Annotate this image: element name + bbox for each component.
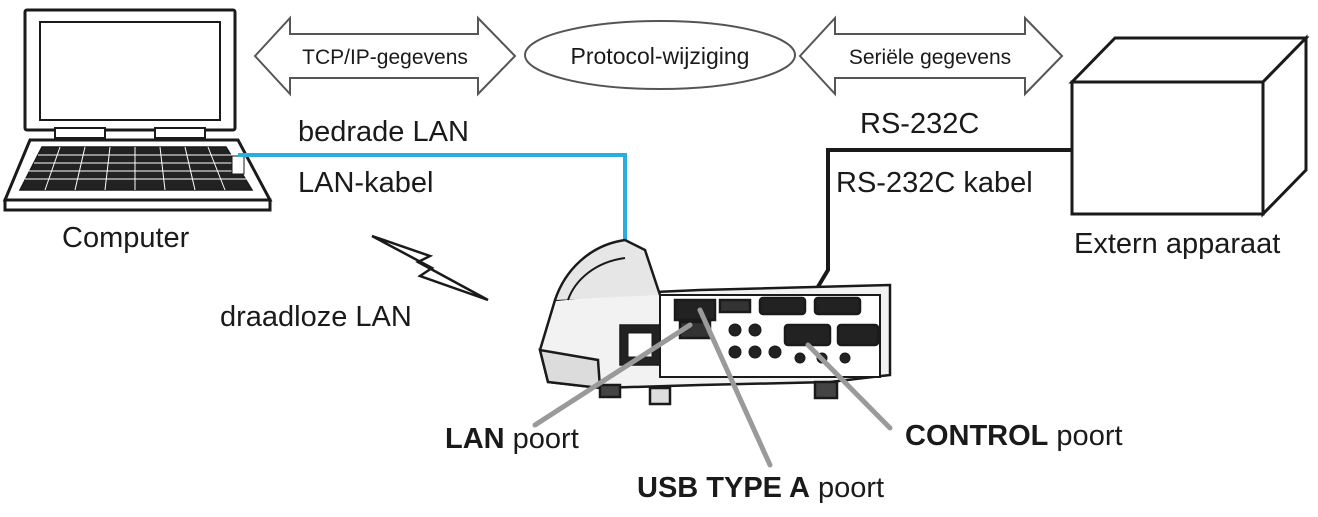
wireless-lan-label: draadloze LAN: [220, 301, 412, 333]
lan-port-label: LAN poort: [445, 425, 579, 454]
protocol-conversion-label: Protocol-wijziging: [571, 43, 750, 69]
control-port-label-suffix: poort: [1048, 420, 1123, 452]
external-device-box-icon: [1068, 34, 1310, 218]
tcpip-data-arrow: [253, 15, 517, 97]
usb-port-label: USB TYPE A poort: [637, 474, 884, 503]
external-device-label: Extern apparaat: [1074, 228, 1281, 260]
control-port-label: CONTROL poort: [905, 422, 1123, 451]
rs232c-label: RS-232C: [860, 108, 980, 140]
lan-port-pointer: [532, 322, 693, 428]
usb-port-pointer: [697, 307, 773, 468]
protocol-conversion-ellipse: [524, 20, 796, 90]
serial-data-arrow: [798, 15, 1064, 97]
computer-laptop-icon: [2, 8, 273, 212]
rs232c-cable-line: [808, 148, 1072, 302]
control-port-label-bold: CONTROL: [905, 420, 1049, 452]
serial-data-label: Seriële gegevens: [849, 46, 1011, 69]
tcpip-data-label: TCP/IP-gegevens: [302, 46, 468, 69]
projector-icon: [538, 238, 892, 406]
computer-label: Computer: [62, 222, 190, 254]
usb-port-label-bold: USB TYPE A: [637, 472, 810, 504]
rs232c-cable-label: RS-232C kabel: [836, 167, 1033, 199]
usb-port-label-suffix: poort: [809, 472, 885, 504]
control-port-pointer: [805, 342, 893, 431]
lan-cable-label: LAN-kabel: [298, 167, 434, 199]
wireless-signal-icon: [371, 234, 489, 302]
lan-port-label-suffix: poort: [504, 423, 579, 455]
wired-lan-label: bedrade LAN: [298, 116, 469, 148]
lan-port-label-bold: LAN: [445, 423, 505, 455]
